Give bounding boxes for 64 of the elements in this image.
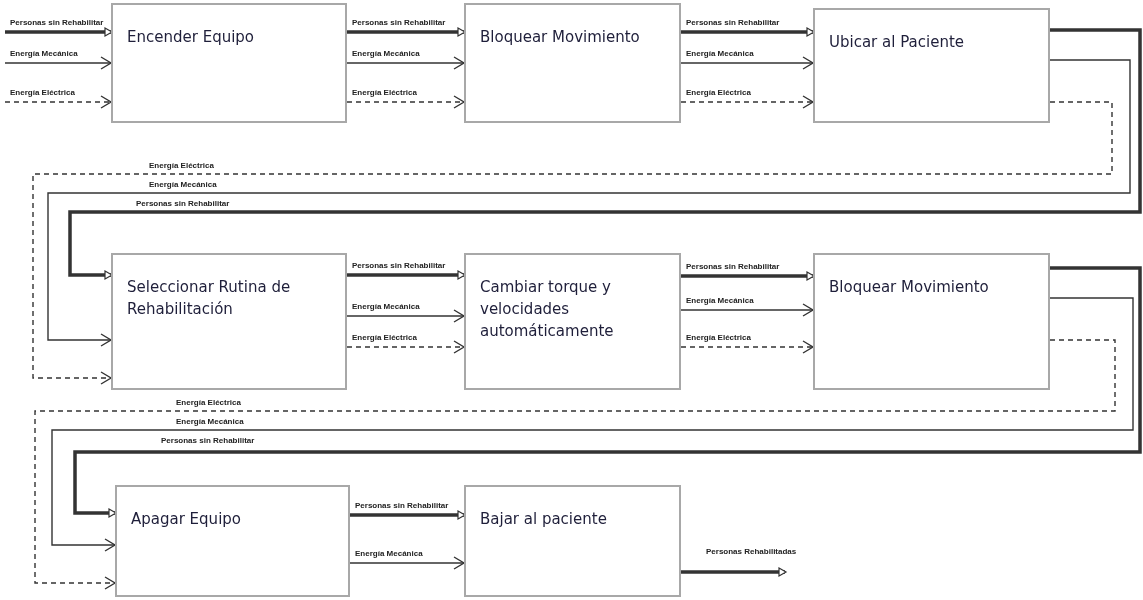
arrow — [681, 567, 787, 577]
process-box — [464, 485, 681, 597]
edge-label: Energía Mecánica — [351, 49, 421, 59]
edge-label: Personas sin Rehabilitar — [351, 18, 447, 28]
process-label: Bloquear Movimiento — [480, 27, 641, 48]
edge-label: Energía Mecánica — [685, 49, 755, 59]
arrow — [680, 56, 814, 70]
arrow — [346, 56, 465, 70]
arrow — [681, 271, 815, 281]
edge-label: Personas sin Rehabilitar — [135, 199, 231, 209]
arrow — [32, 101, 1113, 385]
arrow — [51, 297, 1134, 552]
arrow — [349, 556, 465, 570]
process-label: Apagar Equipo — [131, 509, 242, 530]
arrow — [681, 27, 815, 37]
process-label: Bajar al paciente — [480, 509, 608, 530]
arrow — [347, 270, 466, 280]
edge-label: Energía Eléctrica — [175, 398, 242, 408]
edge-label: Personas sin Rehabilitar — [160, 436, 256, 446]
edge-label: Personas sin Rehabilitar — [354, 501, 450, 511]
arrow — [34, 339, 1116, 590]
arrow — [680, 340, 814, 354]
arrow — [47, 59, 1131, 347]
edge-label: Personas sin Rehabilitar — [351, 261, 447, 271]
process-box — [813, 8, 1050, 123]
process-box — [111, 3, 347, 123]
edge-label: Energía Eléctrica — [9, 88, 76, 98]
process-label: Bloquear Movimiento — [829, 277, 990, 298]
process-label: Ubicar al Paciente — [829, 32, 965, 53]
arrow — [680, 95, 814, 109]
edge-label: Energía Eléctrica — [685, 333, 752, 343]
process-box — [115, 485, 350, 597]
process-label: Encender Equipo — [127, 27, 256, 48]
edge-label: Energía Mecánica — [148, 180, 218, 190]
process-label: Cambiar torque y velocidades automáticamente — [480, 277, 615, 342]
arrow — [4, 56, 112, 70]
arrow — [346, 95, 465, 109]
arrow — [347, 27, 466, 37]
edge-label: Energía Eléctrica — [351, 333, 418, 343]
arrow — [5, 27, 113, 37]
edge-label: Energía Mecánica — [351, 302, 421, 312]
edge-label: Energía Eléctrica — [148, 161, 215, 171]
arrow — [346, 340, 465, 354]
edge-label: Personas sin Rehabilitar — [685, 18, 781, 28]
edge-label: Energía Eléctrica — [351, 88, 418, 98]
edge-label: Energía Eléctrica — [685, 88, 752, 98]
process-box — [813, 253, 1050, 390]
edge-label: Energía Mecánica — [9, 49, 79, 59]
edge-label: Personas Rehabilitadas — [705, 547, 798, 557]
edge-label: Personas sin Rehabilitar — [685, 262, 781, 272]
arrow — [68, 28, 1142, 280]
edge-label: Energía Mecánica — [685, 296, 755, 306]
process-box — [464, 253, 681, 390]
process-box — [464, 3, 681, 123]
arrow — [4, 95, 112, 109]
process-box — [111, 253, 347, 390]
arrow — [346, 309, 465, 323]
arrow — [73, 266, 1142, 518]
process-label: Seleccionar Rutina de Rehabilitación — [127, 277, 292, 320]
arrow — [350, 510, 466, 520]
edge-label: Energía Mecánica — [354, 549, 424, 559]
edge-label: Energía Mecánica — [175, 417, 245, 427]
arrow — [680, 303, 814, 317]
edge-label: Personas sin Rehabilitar — [9, 18, 105, 28]
